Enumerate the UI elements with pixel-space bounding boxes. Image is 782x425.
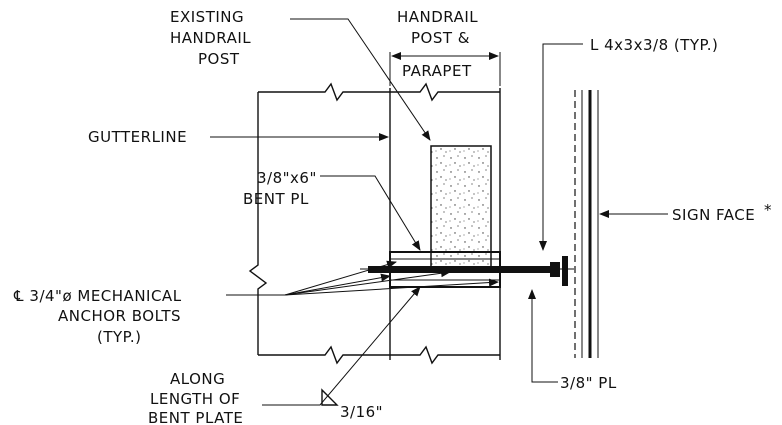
parapet-label: PARAPET: [402, 62, 472, 80]
sign-face-note-marker: *: [764, 201, 772, 219]
anchor-bolt: [360, 262, 575, 277]
sign-face-label: SIGN FACE: [672, 206, 755, 224]
anchor-bolts-label-1: ℄ 3/4"ø MECHANICAL: [13, 287, 182, 305]
along-label-3: BENT PLATE: [148, 409, 243, 425]
parapet-section: [248, 82, 501, 365]
sign-face-assembly: [562, 90, 599, 358]
angle-label: L 4x3x3/8 (TYP.): [590, 36, 718, 54]
existing-post-label-3: POST: [198, 50, 240, 68]
existing-post-label-1: EXISTING: [170, 8, 244, 26]
along-label-1: ALONG: [170, 370, 225, 388]
leader-lines: [210, 18, 668, 406]
anchor-bolts-label-3: (TYP.): [97, 328, 142, 346]
gutterline-label: GUTTERLINE: [88, 128, 187, 146]
fillet-weld-symbol: [321, 388, 339, 406]
weld-size-label: 3/16": [340, 403, 383, 421]
bent-pl-label-1: 3/8"x6": [257, 169, 317, 187]
handrail-post-label-1: HANDRAIL: [397, 8, 478, 26]
pl-label: 3/8" PL: [560, 374, 617, 392]
existing-handrail-post: [430, 145, 492, 269]
anchor-bolts-label-2: ANCHOR BOLTS: [58, 307, 181, 325]
handrail-post-label-2: POST &: [411, 29, 470, 47]
existing-post-label-2: HANDRAIL: [170, 29, 251, 47]
bent-pl-label-2: BENT PL: [243, 190, 309, 208]
along-label-2: LENGTH OF: [150, 390, 240, 408]
